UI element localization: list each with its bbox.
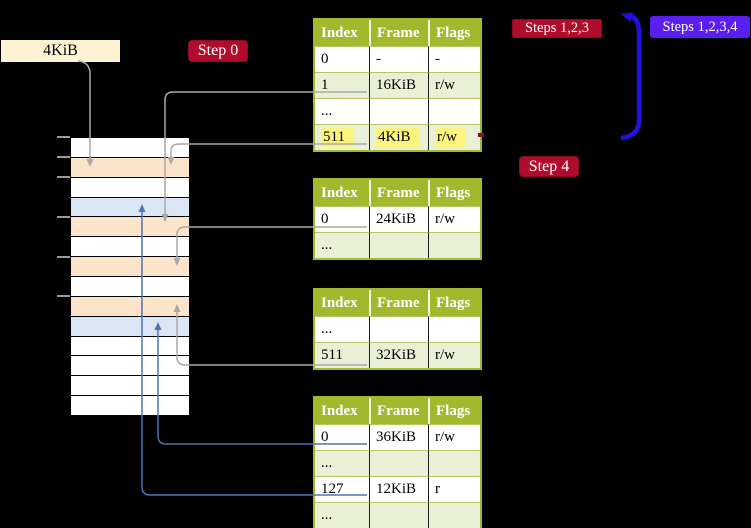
table-cell: ... bbox=[315, 232, 369, 258]
step0-badge: Step 0 bbox=[188, 40, 248, 62]
address-tick bbox=[57, 295, 70, 297]
table-cell bbox=[369, 232, 428, 258]
column-header-flags: Flags bbox=[428, 398, 480, 424]
table-cell: r/w bbox=[428, 424, 480, 450]
column-header-index: Index bbox=[315, 290, 369, 316]
table-cell: r/w bbox=[428, 72, 480, 98]
memory-row-white bbox=[71, 356, 189, 377]
table-cell: ... bbox=[315, 502, 369, 528]
table-cell bbox=[369, 98, 428, 124]
table-cell: ... bbox=[315, 316, 369, 342]
table-cell: 1 bbox=[315, 72, 369, 98]
memory-row-white bbox=[71, 396, 189, 416]
table-cell: ... bbox=[315, 450, 369, 476]
memory-row-peach bbox=[71, 296, 189, 317]
table-cell: ... bbox=[315, 98, 369, 124]
table-cell: r bbox=[428, 476, 480, 502]
table-cell: 127 bbox=[315, 476, 369, 502]
column-header-frame: Frame bbox=[369, 290, 428, 316]
highlighted-value: r/w bbox=[435, 128, 466, 147]
table-cell: 12KiB bbox=[369, 476, 428, 502]
table-cell: r/w bbox=[428, 342, 480, 368]
memory-row-white bbox=[71, 177, 189, 198]
steps1234-badge: Steps 1,2,3,4 bbox=[650, 16, 750, 38]
red-tick bbox=[478, 133, 484, 137]
step4-badge: Step 4 bbox=[519, 156, 579, 177]
column-header-index: Index bbox=[315, 180, 369, 206]
memory-row-peach bbox=[71, 217, 189, 238]
table-cell: 511 bbox=[315, 342, 369, 368]
table-cell bbox=[369, 316, 428, 342]
table-cell bbox=[369, 502, 428, 528]
column-header-frame: Frame bbox=[369, 20, 428, 46]
address-tick bbox=[57, 256, 70, 258]
memory-row-white bbox=[71, 277, 189, 297]
table-cell bbox=[369, 450, 428, 476]
memory-row-blue bbox=[71, 197, 189, 218]
memory-row-peach bbox=[71, 157, 189, 178]
table-cell bbox=[428, 316, 480, 342]
memory-strip bbox=[70, 137, 190, 416]
memory-row-white bbox=[71, 138, 189, 158]
column-header-frame: Frame bbox=[369, 180, 428, 206]
column-header-index: Index bbox=[315, 398, 369, 424]
table-cell: - bbox=[369, 46, 428, 72]
memory-row-white bbox=[71, 336, 189, 357]
table-cell: 16KiB bbox=[369, 72, 428, 98]
highlighted-value: 511 bbox=[321, 128, 354, 147]
page-size-label: 4KiB bbox=[1, 40, 120, 62]
address-tick bbox=[57, 156, 70, 158]
column-header-flags: Flags bbox=[428, 20, 480, 46]
memory-row-blue bbox=[71, 316, 189, 337]
table-cell: 0 bbox=[315, 424, 369, 450]
table-cell bbox=[428, 232, 480, 258]
table-cell: r/w bbox=[428, 206, 480, 232]
table-cell bbox=[428, 502, 480, 528]
table-cell: 36KiB bbox=[369, 424, 428, 450]
memory-row-white bbox=[71, 376, 189, 397]
column-header-index: Index bbox=[315, 20, 369, 46]
column-header-frame: Frame bbox=[369, 398, 428, 424]
table-cell: 24KiB bbox=[369, 206, 428, 232]
table-cell: r/w bbox=[428, 124, 480, 150]
column-header-flags: Flags bbox=[428, 180, 480, 206]
address-tick bbox=[57, 136, 70, 138]
address-tick bbox=[57, 216, 70, 218]
table-cell: 0 bbox=[315, 46, 369, 72]
table-cell: 4KiB bbox=[369, 124, 428, 150]
column-header-flags: Flags bbox=[428, 290, 480, 316]
table-cell: 0 bbox=[315, 206, 369, 232]
table-cell bbox=[428, 450, 480, 476]
steps123-badge: Steps 1,2,3 bbox=[512, 19, 602, 38]
steps-arrow bbox=[620, 12, 642, 141]
table-cell bbox=[428, 98, 480, 124]
memory-row-peach bbox=[71, 257, 189, 278]
highlighted-value: 4KiB bbox=[376, 128, 420, 147]
table-cell: 511 bbox=[315, 124, 369, 150]
table-cell: 32KiB bbox=[369, 342, 428, 368]
table-cell: - bbox=[428, 46, 480, 72]
address-tick bbox=[57, 176, 70, 178]
memory-row-white bbox=[71, 237, 189, 258]
